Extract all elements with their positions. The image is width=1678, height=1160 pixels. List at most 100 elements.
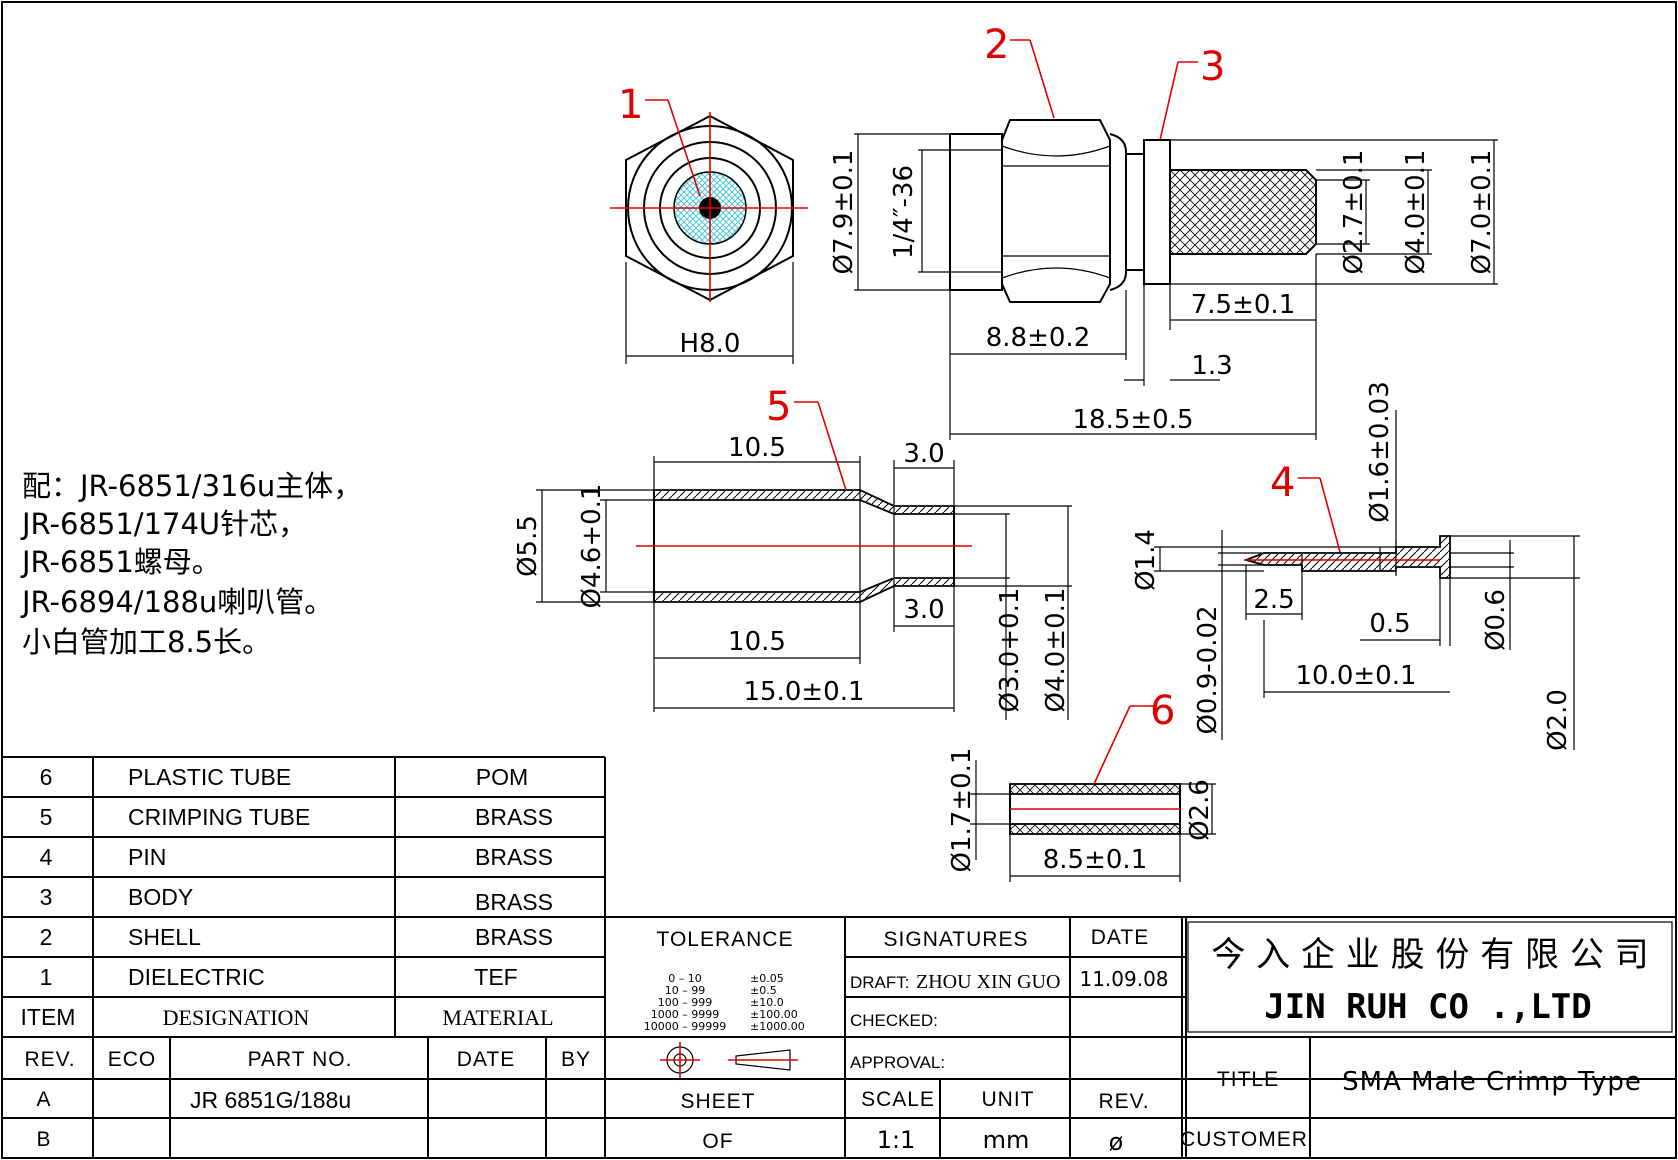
bom-item: 4 bbox=[40, 844, 53, 870]
dim-crimp-40-dia: Ø4.0±0.1 bbox=[1041, 588, 1071, 713]
nut-hex bbox=[1001, 119, 1111, 303]
dim-plastic-17: Ø1.7±0.1 bbox=[947, 748, 977, 873]
dim-dia-70: Ø7.0±0.1 bbox=[1467, 150, 1497, 275]
side-view: Ø7.9±0.1 1/4″-36 Ø2.7±0.1 Ø4.0±0.1 Ø7.0±… bbox=[829, 22, 1498, 440]
dim-crimp-30-dia: Ø3.0+0.1 bbox=[995, 588, 1025, 713]
dim-dia-40: Ø4.0±0.1 bbox=[1401, 150, 1431, 275]
rev-b: B bbox=[36, 1128, 51, 1151]
bom-material: POM bbox=[476, 764, 528, 790]
title-block: 今 入 企 业 股 份 有 限 公 司 JIN RUH CO .,LTD TIT… bbox=[1180, 917, 1673, 1158]
tol-value: ±0.05 bbox=[750, 972, 784, 985]
tolerance-title: TOLERANCE bbox=[657, 928, 794, 951]
tol-range: 0 – 10 bbox=[668, 972, 702, 985]
dim-plastic-26: Ø2.6 bbox=[1185, 779, 1215, 841]
tol-value: ±10.0 bbox=[750, 996, 784, 1009]
knurled-body bbox=[1169, 169, 1317, 255]
bom-designation: PIN bbox=[128, 844, 166, 870]
tol-range: 10000 – 99999 bbox=[644, 1020, 726, 1033]
bom-designation: BODY bbox=[128, 884, 193, 910]
tolerance-block: TOLERANCE 0 – 10 ±0.05 10 – 99 ±0.5 100 … bbox=[644, 917, 846, 1158]
bom-item: 1 bbox=[40, 964, 53, 990]
bom-designation: PLASTIC TUBE bbox=[128, 764, 291, 790]
body-flange bbox=[1143, 139, 1171, 285]
dim-pin-14: Ø1.4 bbox=[1131, 529, 1161, 591]
projection-symbol-icon bbox=[660, 1042, 798, 1078]
callout-6: 6 bbox=[1150, 688, 1175, 734]
dim-crimp-55: Ø5.5 bbox=[513, 515, 543, 577]
bom-material: BRASS bbox=[475, 804, 553, 830]
dim-crimp-46: Ø4.6+0.1 bbox=[577, 484, 607, 609]
dim-13: 1.3 bbox=[1191, 351, 1232, 381]
tol-value: ±0.5 bbox=[750, 984, 777, 997]
dim-pin-09: Ø0.9-0.02 bbox=[1193, 605, 1223, 734]
bom-header-material: MATERIAL bbox=[442, 1005, 553, 1030]
bom-item: 5 bbox=[40, 804, 53, 830]
part-header: PART NO. bbox=[248, 1048, 353, 1071]
dim-thread: 1/4″-36 bbox=[889, 165, 919, 259]
dim-pin-100: 10.0±0.1 bbox=[1295, 661, 1416, 691]
bom-material: BRASS bbox=[475, 889, 553, 915]
of-label: OF bbox=[702, 1130, 733, 1153]
dim-pin-06: Ø0.6 bbox=[1481, 589, 1511, 651]
bom-material: TEF bbox=[474, 964, 517, 990]
tol-range: 10 – 99 bbox=[665, 984, 706, 997]
pin-body bbox=[1243, 535, 1451, 579]
bom-table: 6 PLASTIC TUBE POM 5 CRIMPING TUBE BRASS… bbox=[2, 756, 1676, 1158]
revision-table: REV. ECO PART NO. DATE BY A JR 6851G/188… bbox=[24, 1037, 591, 1158]
draft-date: 11.09.08 bbox=[1079, 967, 1168, 991]
company-name-cn: 今 入 企 业 股 份 有 限 公 司 bbox=[1211, 935, 1648, 975]
scale-value: 1:1 bbox=[877, 1126, 916, 1154]
dim-75: 7.5±0.1 bbox=[1191, 290, 1295, 320]
dim-crimp-30-bot: 3.0 bbox=[903, 595, 944, 625]
dim-185: 18.5±0.5 bbox=[1072, 405, 1193, 435]
tol-range: 1000 – 9999 bbox=[651, 1008, 719, 1021]
signatures-title: SIGNATURES bbox=[884, 928, 1029, 951]
dim-pin-25: 2.5 bbox=[1253, 585, 1294, 615]
scale-label: SCALE bbox=[861, 1088, 935, 1111]
tol-value: ±100.00 bbox=[750, 1008, 798, 1021]
callout-5: 5 bbox=[766, 384, 791, 430]
callout-3: 3 bbox=[1200, 44, 1225, 90]
dim-crimp-150: 15.0±0.1 bbox=[743, 677, 864, 707]
bom-material: BRASS bbox=[475, 844, 553, 870]
rev-header: REV. bbox=[24, 1048, 75, 1071]
note-line: JR-6851/174U针芯， bbox=[20, 507, 307, 541]
dim-dia-79: Ø7.9±0.1 bbox=[829, 150, 859, 275]
dim-pin-20: Ø2.0 bbox=[1543, 689, 1573, 751]
note-line: JR-6851螺母。 bbox=[20, 545, 221, 579]
dim-crimp-30-top: 3.0 bbox=[903, 439, 944, 469]
drawing-title: SMA Male Crimp Type bbox=[1342, 1067, 1642, 1097]
pin-view: Ø1.4 Ø0.9-0.02 Ø1.6±0.03 2.5 0.5 10.0±0.… bbox=[1131, 381, 1580, 751]
note-line: JR-6894/188u喇叭管。 bbox=[20, 585, 333, 619]
tol-value: ±1000.00 bbox=[750, 1020, 805, 1033]
dim-crimp-105-top: 10.5 bbox=[728, 433, 786, 463]
notes: 配：JR-6851/316u主体， JR-6851/174U针芯， JR-685… bbox=[20, 469, 362, 659]
date-header: DATE bbox=[457, 1048, 515, 1071]
bom-header-designation: DESIGNATION bbox=[163, 1005, 310, 1030]
dim-88: 8.8±0.2 bbox=[986, 323, 1090, 353]
crimp-tube-view: 10.5 3.0 Ø5.5 Ø4.6+0.1 3.0 10.5 15.0±0.1… bbox=[513, 384, 1072, 720]
bom-item: 2 bbox=[40, 924, 53, 950]
bom-item: 6 bbox=[40, 764, 53, 790]
sig-date-header: DATE bbox=[1091, 926, 1149, 949]
rev-value: ø bbox=[1109, 1128, 1124, 1156]
company-name-en: JIN RUH CO .,LTD bbox=[1264, 987, 1592, 1027]
callout-4: 4 bbox=[1270, 460, 1295, 506]
unit-value: mm bbox=[983, 1126, 1030, 1154]
dim-dia-27: Ø2.7±0.1 bbox=[1339, 150, 1369, 275]
bom-header-item: ITEM bbox=[21, 1004, 76, 1030]
callout-2: 2 bbox=[984, 22, 1009, 68]
rev-label: REV. bbox=[1098, 1090, 1149, 1113]
title-label: TITLE bbox=[1217, 1068, 1279, 1091]
part-no-a: JR 6851G/188u bbox=[190, 1087, 351, 1113]
plastic-tube-view: Ø1.7±0.1 Ø2.6 8.5±0.1 6 bbox=[947, 688, 1216, 882]
callout-1: 1 bbox=[618, 82, 643, 128]
front-view: H8.0 1 bbox=[610, 82, 808, 364]
draft-label: DRAFT: bbox=[850, 973, 910, 992]
bom-item: 3 bbox=[40, 884, 53, 910]
dim-crimp-105-bot: 10.5 bbox=[728, 627, 786, 657]
bom-designation: CRIMPING TUBE bbox=[128, 804, 310, 830]
checked-label: CHECKED: bbox=[850, 1011, 938, 1030]
by-header: BY bbox=[561, 1048, 591, 1071]
